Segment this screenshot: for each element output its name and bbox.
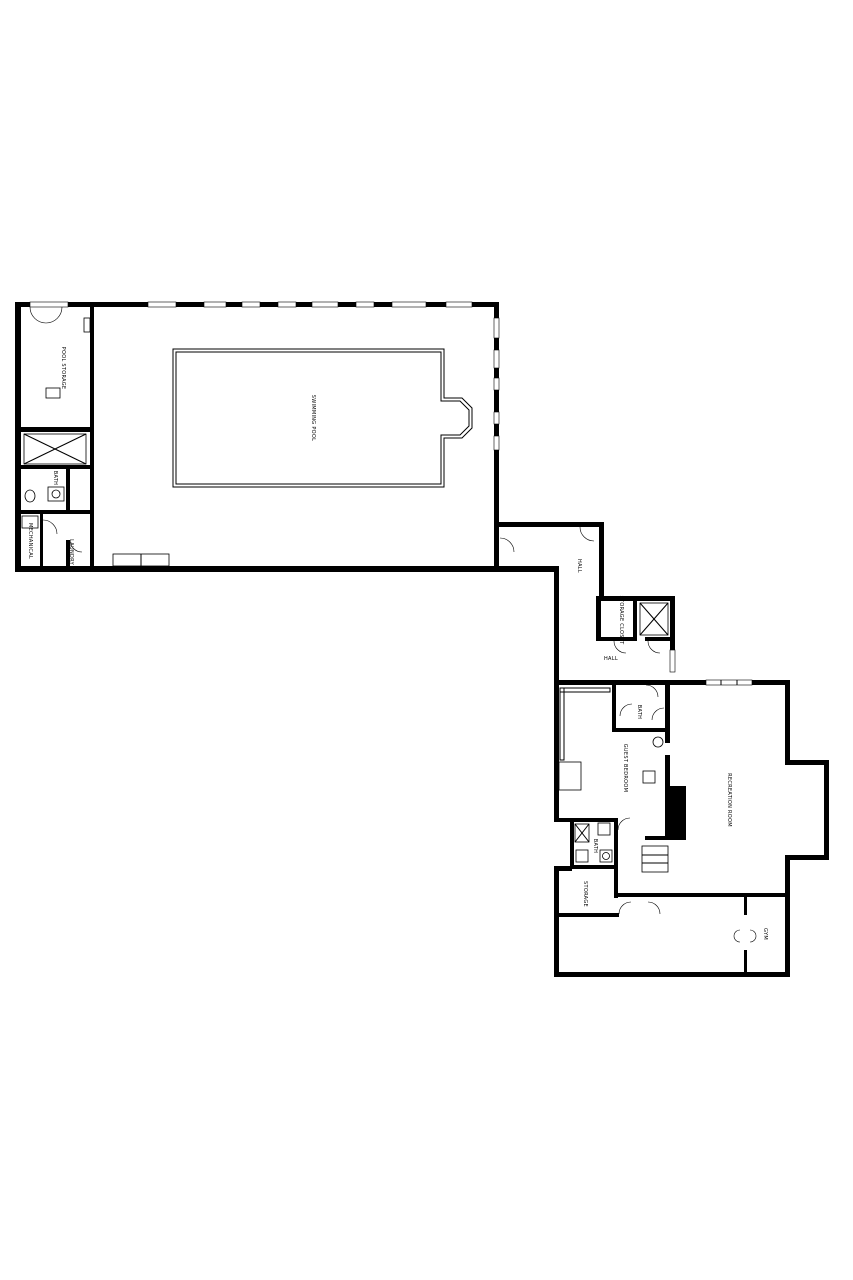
hall-lower-label: HALL <box>604 656 618 662</box>
storage-gym-fixtures <box>618 901 757 943</box>
pool-storage-label: POOL STORAGE <box>60 347 66 390</box>
bath-center-label: BATH <box>636 705 642 719</box>
swimming-pool <box>172 348 473 488</box>
guest-bedroom-fixtures <box>558 684 665 831</box>
guest-bedroom-label: GUEST BEDROOM <box>622 744 628 793</box>
right-wing-walls <box>554 680 829 977</box>
bath-small-fixtures <box>574 822 613 863</box>
bath-left-label: BATH <box>52 471 58 485</box>
pool-label: SWIMMING POOL <box>310 395 316 441</box>
recreation-room-fixtures <box>641 679 753 873</box>
pool-storage-fixtures <box>29 306 91 399</box>
gym-label: GYM <box>762 928 768 940</box>
hall-upper-label: HALL <box>576 559 582 573</box>
storage-label: STORAGE <box>582 881 588 907</box>
pool-windows <box>29 301 500 451</box>
bath-left-fixtures <box>24 486 65 503</box>
closet-block <box>596 596 676 673</box>
mechanical-laundry-fixtures <box>21 515 83 553</box>
pool-bench <box>112 553 170 567</box>
laundry-label: LAUNDRY <box>68 539 74 566</box>
left-wing-walls <box>15 302 559 572</box>
mechanical-label: MECHANICAL <box>27 523 33 559</box>
corridor-walls <box>497 522 604 686</box>
bath-small-label: BATH <box>592 839 598 853</box>
shower-block <box>23 433 87 465</box>
storage-closet-label: STORAGE CLOSET <box>618 595 624 645</box>
recreation-room-label: RECREATION ROOM <box>726 773 732 827</box>
